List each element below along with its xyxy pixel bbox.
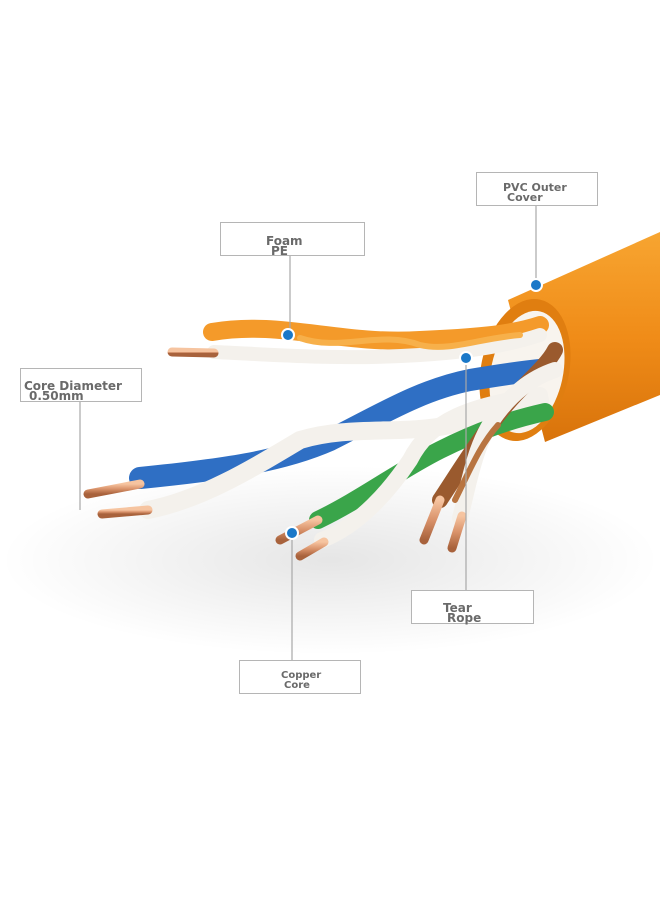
- brown-pair-copper-ends: [419, 495, 467, 553]
- core-diameter-label-line1: Core Diameter: [24, 379, 122, 393]
- marker-dot-copper-core: [285, 526, 299, 540]
- copper-core-label-line2: Core: [284, 680, 310, 691]
- foam-pe-label: Foam PE: [220, 222, 365, 258]
- marker-dot-tear-rope: [459, 351, 473, 365]
- pvc-outer-cover-label: PVC Outer Cover: [476, 172, 598, 206]
- copper-core-label-line1: Copper: [281, 670, 322, 681]
- brown-wire-pair: [432, 342, 563, 526]
- leader-lines: [79, 205, 537, 660]
- core-diameter-label: Core Diameter 0.50mm: [20, 368, 142, 402]
- pvc-outer-cover-label-line2: Cover: [507, 191, 543, 204]
- copper-core-label: Copper Core: [239, 660, 361, 694]
- tear-rope-label-line2: Rope: [447, 611, 482, 625]
- tear-rope-label: Tear Rope: [411, 590, 534, 624]
- foam-pe-label-line1: Foam: [266, 234, 303, 248]
- green-wire-pair: [309, 387, 554, 548]
- core-diameter-label-line2: 0.50mm: [29, 389, 84, 403]
- marker-dots: [281, 278, 543, 540]
- orange-wire-pair: [203, 316, 549, 365]
- pvc-outer-cover-label-line1: PVC Outer: [503, 181, 567, 194]
- orange-pair-copper-ends: [163, 326, 219, 358]
- marker-dot-foam-pe: [281, 328, 295, 342]
- foam-pe-label-line2: PE: [271, 244, 288, 258]
- tear-rope-label-line1: Tear: [443, 601, 472, 615]
- marker-dot-pvc-outer-cover: [529, 278, 543, 292]
- blue-pair-copper-ends: [83, 479, 153, 519]
